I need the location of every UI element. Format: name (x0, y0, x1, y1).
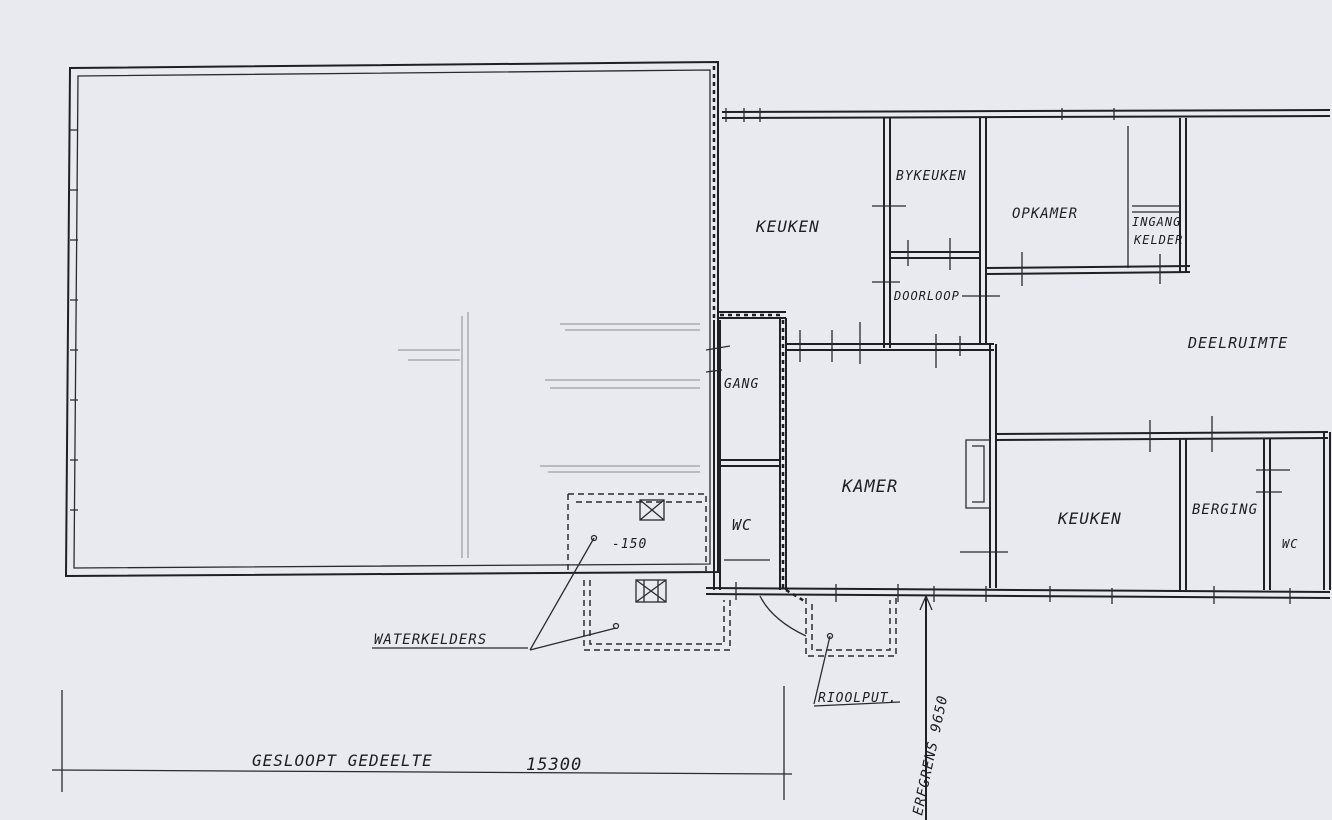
room-label-bijkeuken: BYKEUKEN (896, 169, 967, 184)
room-label-kamer: KAMER (841, 477, 898, 497)
room-label-deelruimte: DEELRUIMTE (1187, 334, 1288, 352)
house-walls (705, 108, 1331, 637)
dimension-line (51, 686, 793, 800)
room-label-keuken: KEUKEN (755, 217, 820, 236)
waterkelders-label: WATERKELDERS (374, 632, 487, 648)
room-label-kelder: KELDER (1133, 233, 1183, 247)
water-cellars (567, 493, 731, 651)
erfgrens-label: ERFGRENS 9650 (910, 694, 951, 817)
room-label-gang: GANG (724, 377, 759, 392)
room-label-opkamer: OPKAMER (1012, 206, 1078, 222)
room-label-doorloop: DOORLOOP (893, 289, 960, 303)
gesloopt-gedeelte-label: GESLOOPT GEDEELTE (252, 751, 433, 770)
room-label-wc: WC (732, 516, 752, 534)
room-label-berging: BERGING (1192, 502, 1258, 518)
room-label-ingang: INGANG (1132, 215, 1181, 229)
sewer-pit (805, 598, 897, 657)
leader-lines (372, 537, 901, 707)
level-annotation: -150 (612, 537, 647, 552)
dimension-label: 15300 (526, 755, 582, 775)
room-label-keuken-2: KEUKEN (1057, 509, 1122, 528)
room-label-wc-2: WC (1282, 537, 1298, 551)
property-boundary (919, 594, 933, 820)
demolished-section-outline (64, 60, 719, 578)
rioolput-label: RIOOLPUT. (818, 691, 897, 706)
